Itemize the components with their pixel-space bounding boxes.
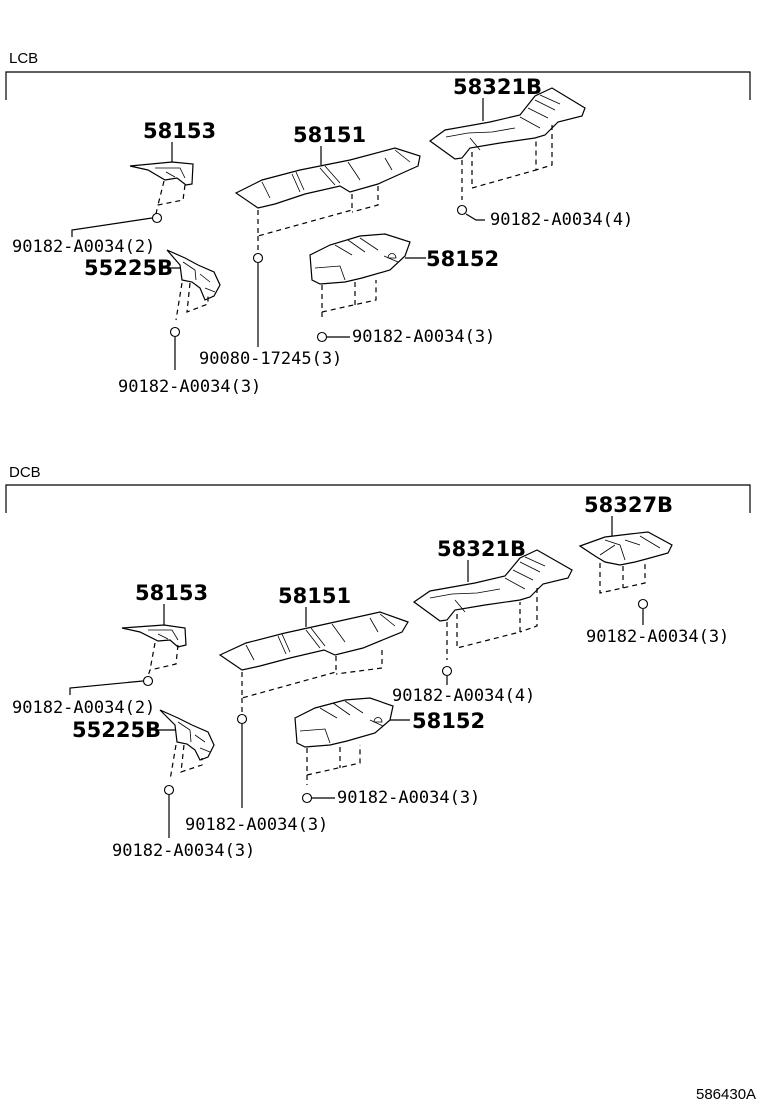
- clip-icon: [301, 792, 313, 804]
- part-58152-lcb[interactable]: 58152 90182-A0034(3): [309, 233, 499, 347]
- part-label: 58151: [293, 123, 366, 147]
- part-58321B-dcb[interactable]: 58321B 90182-A0034(4): [392, 537, 573, 706]
- fastener-label: 90182-A0034(3): [352, 327, 495, 347]
- fastener-label: 90182-A0034(4): [490, 210, 633, 230]
- fastener-label: 90182-A0034(2): [12, 237, 155, 257]
- clip-icon: [456, 204, 468, 216]
- section-title-lcb: LCB: [9, 50, 38, 67]
- part-58327B-dcb[interactable]: 58327B 90182-A0034(3): [578, 493, 729, 647]
- clip-icon: [142, 675, 154, 687]
- fastener-label: 90182-A0034(2): [12, 698, 155, 718]
- fastener-label: 90182-A0034(3): [185, 815, 328, 835]
- section-frame-lcb: [5, 71, 751, 100]
- part-55225B-dcb[interactable]: 55225B 90182-A0034(3): [72, 709, 255, 861]
- part-55225B-lcb[interactable]: 55225B 90182-A0034(3): [84, 249, 261, 397]
- part-label: 58327B: [584, 493, 673, 517]
- part-label: 58152: [412, 709, 485, 733]
- fastener-label: 90080-17245(3): [199, 349, 342, 369]
- clip-icon: [169, 326, 181, 338]
- fastener-label: 90182-A0034(3): [112, 841, 255, 861]
- clip-icon: [151, 212, 163, 224]
- part-label: 58153: [135, 581, 208, 605]
- part-label: 58321B: [453, 75, 542, 99]
- clip-icon: [163, 784, 175, 796]
- clip-icon: [252, 252, 264, 264]
- clip-icon: [441, 665, 453, 677]
- fastener-label: 90182-A0034(4): [392, 686, 535, 706]
- fastener-label: 90182-A0034(3): [118, 377, 261, 397]
- section-title-dcb: DCB: [9, 464, 41, 481]
- part-label: 55225B: [72, 718, 161, 742]
- part-58321B-lcb[interactable]: 58321B 90182-A0034(4): [428, 75, 633, 230]
- part-58153-lcb[interactable]: 58153 90182-A0034(2): [12, 119, 216, 257]
- part-58151-dcb[interactable]: 58151 90182-A0034(3): [185, 584, 409, 835]
- section-dcb: DCB 58153 90182-A0034(2) 58151 90182-A00…: [5, 464, 751, 861]
- part-label: 58151: [278, 584, 351, 608]
- part-label: 58152: [426, 247, 499, 271]
- part-58152-dcb[interactable]: 58152 90182-A0034(3): [294, 697, 485, 808]
- clip-icon: [236, 713, 248, 725]
- part-label: 58321B: [437, 537, 526, 561]
- part-58151-lcb[interactable]: 58151 90080-17245(3): [199, 123, 421, 369]
- clip-icon: [316, 331, 328, 343]
- part-58153-dcb[interactable]: 58153 90182-A0034(2): [12, 581, 208, 718]
- part-label: 58153: [143, 119, 216, 143]
- figure-reference: 586430A: [696, 1086, 756, 1103]
- clip-icon: [637, 598, 649, 610]
- section-frame-dcb: [5, 484, 751, 513]
- part-label: 55225B: [84, 256, 173, 280]
- fastener-label: 90182-A0034(3): [337, 788, 480, 808]
- section-lcb: LCB 58153 90182-A0034(2) 58151 90080-172…: [5, 50, 751, 397]
- fastener-label: 90182-A0034(3): [586, 627, 729, 647]
